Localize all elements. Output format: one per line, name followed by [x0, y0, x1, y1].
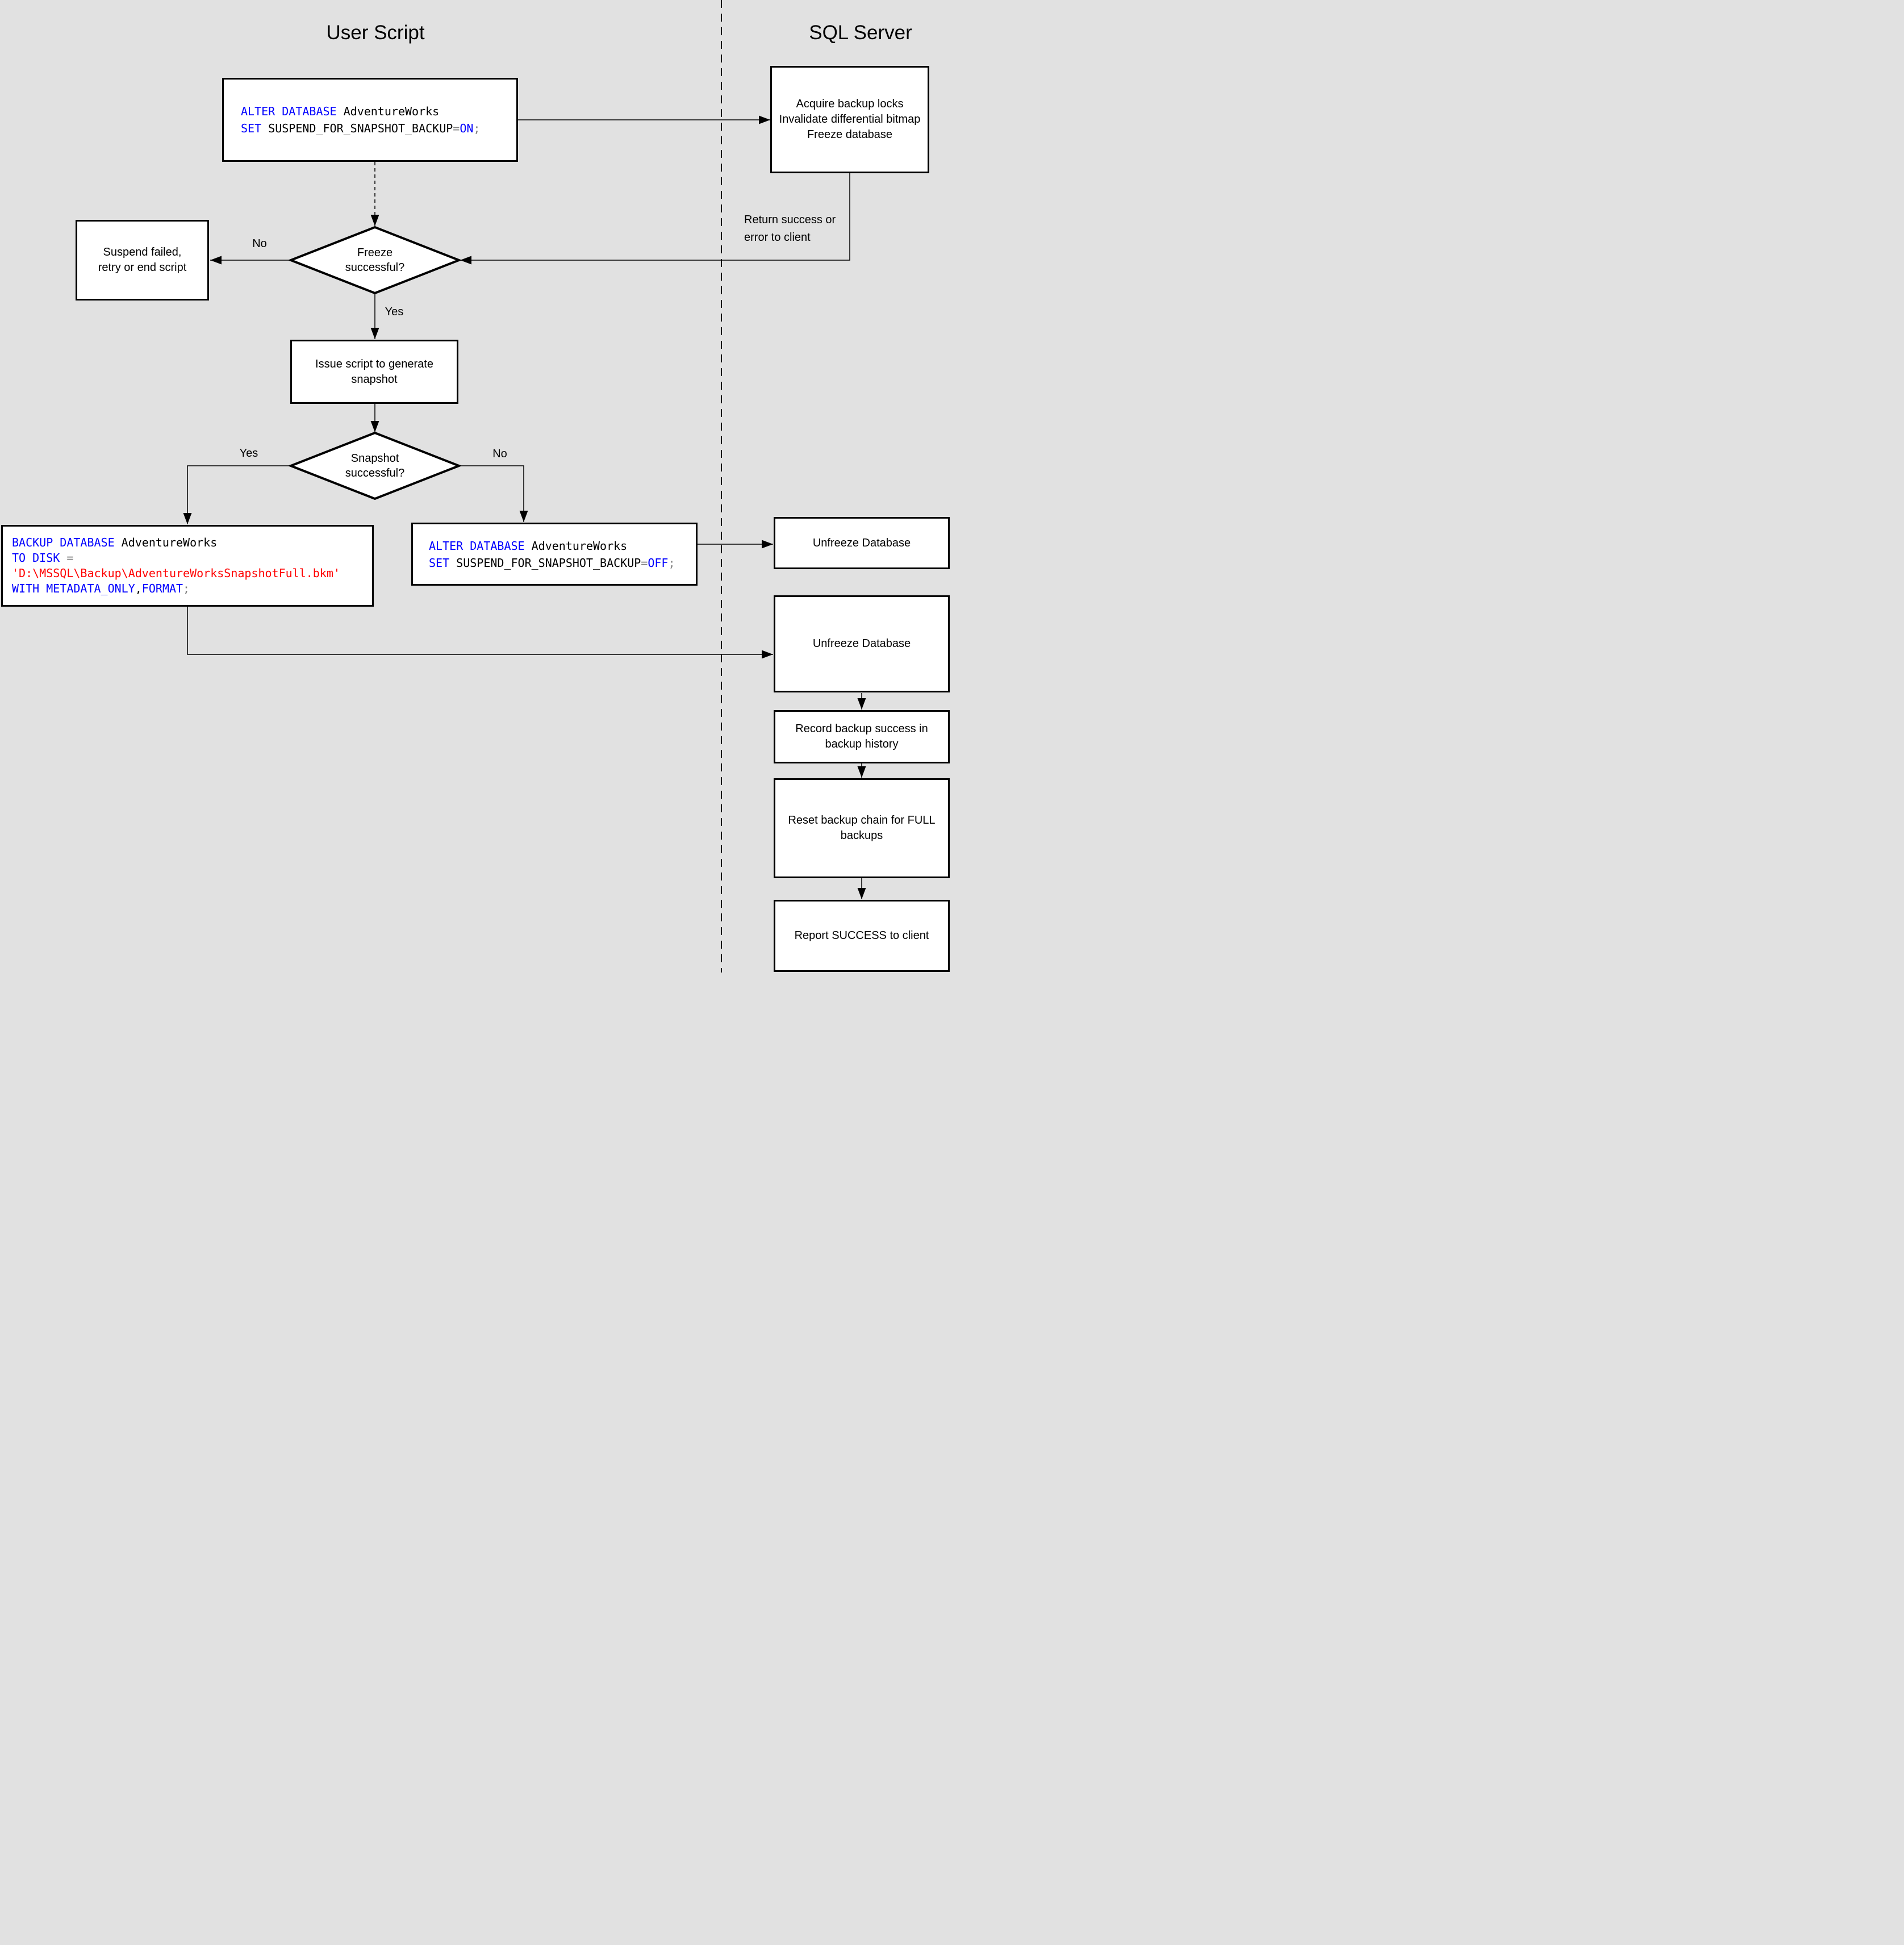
- process-text: retry or end script: [98, 261, 187, 274]
- note-line: Return success or: [744, 214, 836, 226]
- process-box-record-history: Record backup success in backup history: [774, 710, 950, 763]
- note-return-success: Return success or error to client: [744, 211, 852, 247]
- code-line: TO DISK =: [12, 551, 74, 565]
- process-text: Freeze database: [807, 128, 893, 141]
- lane-title-user-script: User Script: [326, 22, 425, 44]
- decision-freeze-shape: [287, 226, 462, 295]
- code-line: SET SUSPEND_FOR_SNAPSHOT_BACKUP=OFF;: [429, 556, 675, 570]
- arrow-snapshot-yes: [183, 465, 291, 524]
- decision-snapshot-label: Snapshot successful?: [345, 452, 405, 479]
- lane-title-sql-server: SQL Server: [809, 22, 912, 44]
- code-line: SET SUSPEND_FOR_SNAPSHOT_BACKUP=ON;: [241, 122, 481, 135]
- process-text: Acquire backup locks: [796, 98, 904, 110]
- note-line: error to client: [744, 231, 811, 244]
- flow-connectors: [183, 0, 866, 972]
- process-box-report-success: Report SUCCESS to client: [774, 900, 950, 972]
- code-line: ALTER DATABASE AdventureWorks: [241, 105, 440, 118]
- edge-label-freeze-yes: Yes: [385, 306, 404, 318]
- process-text: Suspend failed,: [103, 246, 182, 258]
- process-box-issue-script: Issue script to generate snapshot: [290, 340, 458, 404]
- code-line: ALTER DATABASE AdventureWorks: [429, 539, 628, 553]
- process-box-acquire-locks: Acquire backup locks Invalidate differen…: [770, 66, 929, 173]
- code-line: WITH METADATA_ONLY,FORMAT;: [12, 582, 190, 595]
- flowchart-canvas: User Script SQL Server ALTER DATABASE Ad…: [0, 0, 952, 972]
- code-box-backup-database: BACKUP DATABASE AdventureWorks TO DISK =…: [1, 525, 374, 607]
- edge-label-snapshot-no: No: [492, 448, 507, 460]
- code-line: BACKUP DATABASE AdventureWorks: [12, 536, 218, 549]
- arrow-backup-to-unfreeze2: [187, 607, 773, 659]
- code-box-suspend-on: ALTER DATABASE AdventureWorks SET SUSPEN…: [222, 78, 518, 162]
- process-box-reset-chain: Reset backup chain for FULL backups: [774, 778, 950, 878]
- arrow-snapshot-no: [459, 465, 528, 522]
- arrow-acquire-to-freeze-decision: [460, 173, 850, 265]
- edge-label-snapshot-yes: Yes: [239, 447, 258, 460]
- edge-label-freeze-no: No: [252, 237, 267, 250]
- code-line: 'D:\MSSQL\Backup\AdventureWorksSnapshotF…: [12, 566, 340, 580]
- process-text: Invalidate differential bitmap: [779, 113, 921, 126]
- process-box-unfreeze-1: Unfreeze Database: [774, 517, 950, 569]
- decision-freeze-label: Freeze successful?: [345, 247, 405, 274]
- process-box-unfreeze-2: Unfreeze Database: [774, 595, 950, 692]
- process-box-suspend-failed: Suspend failed, retry or end script: [76, 220, 209, 300]
- code-box-suspend-off: ALTER DATABASE AdventureWorks SET SUSPEN…: [411, 523, 698, 586]
